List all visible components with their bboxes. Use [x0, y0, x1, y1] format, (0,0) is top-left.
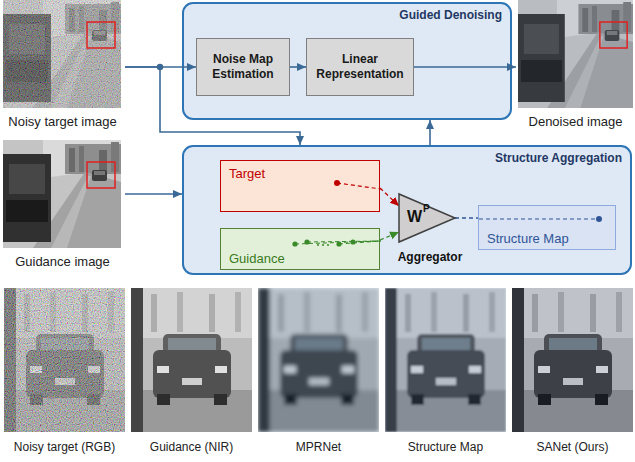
target-box: Target	[220, 160, 380, 212]
guidance-crop	[131, 288, 252, 432]
flow-connector	[414, 66, 516, 68]
image-caption: Denoised image	[516, 114, 635, 129]
process-box: Noise Map Estimation	[196, 38, 290, 96]
pixel-dot	[336, 241, 341, 246]
aggregator-label: Aggregator	[385, 250, 475, 264]
image-caption: Noisy target image	[0, 114, 125, 129]
flow-connector	[380, 232, 399, 240]
pixel-dot	[292, 241, 297, 246]
ellipsis-dot	[327, 244, 329, 246]
guidance-box: Guidance	[220, 228, 380, 270]
pixel-link	[353, 241, 381, 242]
image-panel: Noisy target image	[0, 0, 125, 132]
noisy-target-photo	[3, 0, 121, 108]
triangle-outline	[399, 194, 455, 242]
module-title: Structure Aggregation	[495, 151, 622, 165]
box-tag: Target	[229, 166, 265, 181]
pixel-link	[479, 218, 599, 219]
noisy-crop	[4, 288, 125, 432]
box-tag: Structure Map	[487, 231, 569, 246]
mprnet-crop	[258, 288, 379, 432]
denoised-photo	[518, 0, 633, 108]
node-decoration	[385, 190, 475, 246]
weight-symbol: P	[423, 203, 430, 214]
pixel-link	[339, 241, 381, 244]
flow-connector	[125, 193, 182, 195]
junction-dot	[157, 64, 163, 70]
image-caption: Noisy target (RGB)	[4, 440, 125, 454]
pixel-dot	[304, 239, 309, 244]
box-tag: Guidance	[229, 251, 285, 266]
pixel-dot	[596, 216, 602, 222]
image-caption: Guidance (NIR)	[131, 440, 252, 454]
weight-symbol: W	[407, 208, 422, 226]
ellipsis-dot	[322, 244, 324, 246]
pixel-dot	[350, 239, 355, 244]
image-panel: Denoised image	[516, 0, 635, 132]
module-panel-outline	[183, 146, 631, 274]
flow-connector	[290, 66, 306, 68]
module-panel: Guided DenoisingNoise Map Estimation Line…	[182, 2, 512, 120]
module-title: Guided Denoising	[399, 8, 502, 22]
image-panel: Guidance image	[0, 140, 125, 272]
module-panel-outline	[183, 3, 511, 119]
pixel-link	[337, 183, 381, 189]
flow-connector	[455, 217, 478, 218]
aggregator-triangle: WP Aggregator	[385, 190, 475, 272]
process-label: Noise Map Estimation	[201, 52, 285, 82]
module-panel: Structure AggregationTargetGuidance WP Agg…	[182, 145, 632, 275]
process-label: Linear Representation	[311, 52, 409, 82]
sanet-crop	[512, 288, 633, 432]
pixel-link	[307, 241, 381, 242]
flow-connector	[429, 120, 431, 145]
pixel-dot	[334, 180, 340, 186]
ellipsis-dot	[317, 244, 319, 246]
process-box: Linear Representation	[306, 38, 414, 96]
image-caption: Structure Map	[385, 440, 506, 454]
image-caption: SANet (Ours)	[512, 440, 633, 454]
image-caption: Guidance image	[0, 254, 125, 269]
guidance-photo	[3, 140, 121, 248]
structure-map-crop	[385, 288, 506, 432]
structure-map-box: Structure Map	[478, 205, 616, 250]
flow-connector	[380, 188, 399, 206]
image-caption: MPRNet	[258, 440, 379, 454]
